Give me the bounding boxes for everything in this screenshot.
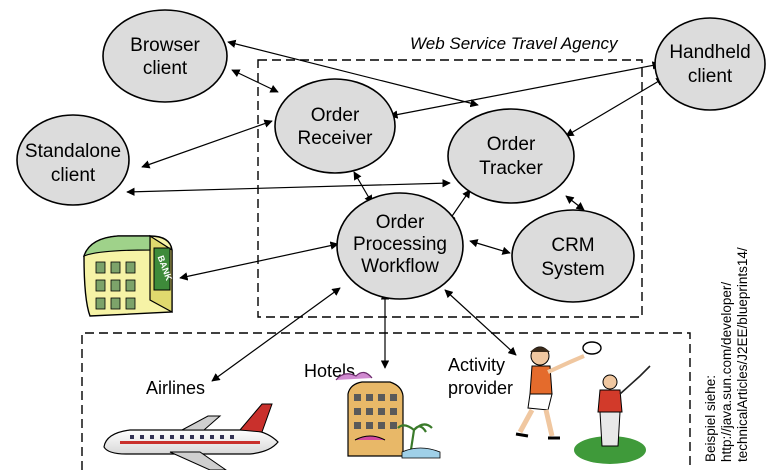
- node-order-receiver-line2: Receiver: [298, 128, 374, 149]
- node-order-processing-workflow: Order Processing Workflow: [336, 192, 464, 300]
- node-browser-client-line1: Browser: [130, 35, 200, 56]
- node-crm-system-line1: CRM: [551, 235, 594, 256]
- node-order-tracker: Order Tracker: [447, 108, 575, 204]
- activity-sports-icon: [515, 341, 651, 464]
- node-workflow-line2: Processing: [353, 234, 447, 255]
- partner-activity-label-line1: Activity: [448, 355, 505, 375]
- node-browser-client: Browser client: [102, 9, 228, 103]
- node-standalone-client-line1: Standalone: [25, 141, 121, 162]
- node-order-tracker-line2: Tracker: [479, 158, 543, 179]
- connector-handheld-tracker: [565, 77, 665, 137]
- connectors: [126, 39, 665, 382]
- node-order-receiver: Order Receiver: [274, 78, 396, 174]
- connector-receiver-workflow: [353, 171, 373, 204]
- node-order-receiver-line1: Order: [311, 105, 360, 126]
- hotel-building-icon: [335, 371, 441, 459]
- airplane-icon: [103, 403, 279, 471]
- connector-tracker-crm: [565, 195, 585, 211]
- node-workflow-line3: Workflow: [361, 256, 439, 277]
- agency-title: Web Service Travel Agency: [410, 34, 619, 53]
- connector-workflow-airlines: [211, 287, 341, 382]
- connector-workflow-crm: [469, 239, 511, 255]
- partner-activity-label-line2: provider: [448, 378, 513, 398]
- bank-building-icon: BANK: [83, 234, 174, 317]
- node-handheld-client-line2: client: [688, 66, 733, 87]
- source-note-line3: technicalArticles/J2EE/blueprints14/: [735, 247, 750, 462]
- connector-workflow-activity: [444, 289, 517, 356]
- source-note-line1: Beispiel siehe:: [703, 375, 718, 462]
- source-note: Beispiel siehe: http://java.sun.com/deve…: [703, 247, 750, 462]
- node-standalone-client: Standalone client: [16, 114, 130, 206]
- node-crm-system: CRM System: [511, 209, 635, 303]
- connector-handheld-receiver: [389, 61, 661, 119]
- source-note-line2: http://java.sun.com/developer/: [719, 282, 734, 462]
- node-order-tracker-line1: Order: [487, 134, 536, 155]
- node-crm-system-line2: System: [541, 259, 604, 280]
- node-workflow-line1: Order: [376, 212, 425, 233]
- node-browser-client-line2: client: [143, 58, 188, 79]
- node-standalone-client-line2: client: [51, 165, 96, 186]
- connector-workflow-bank: [179, 241, 339, 281]
- node-handheld-client-line1: Handheld: [669, 42, 750, 63]
- node-handheld-client: Handheld client: [654, 17, 766, 111]
- partner-airlines-label: Airlines: [146, 378, 205, 398]
- connector-standalone-receiver: [141, 119, 273, 169]
- connector-browser-receiver: [231, 69, 279, 93]
- connector-standalone-tracker: [126, 179, 451, 196]
